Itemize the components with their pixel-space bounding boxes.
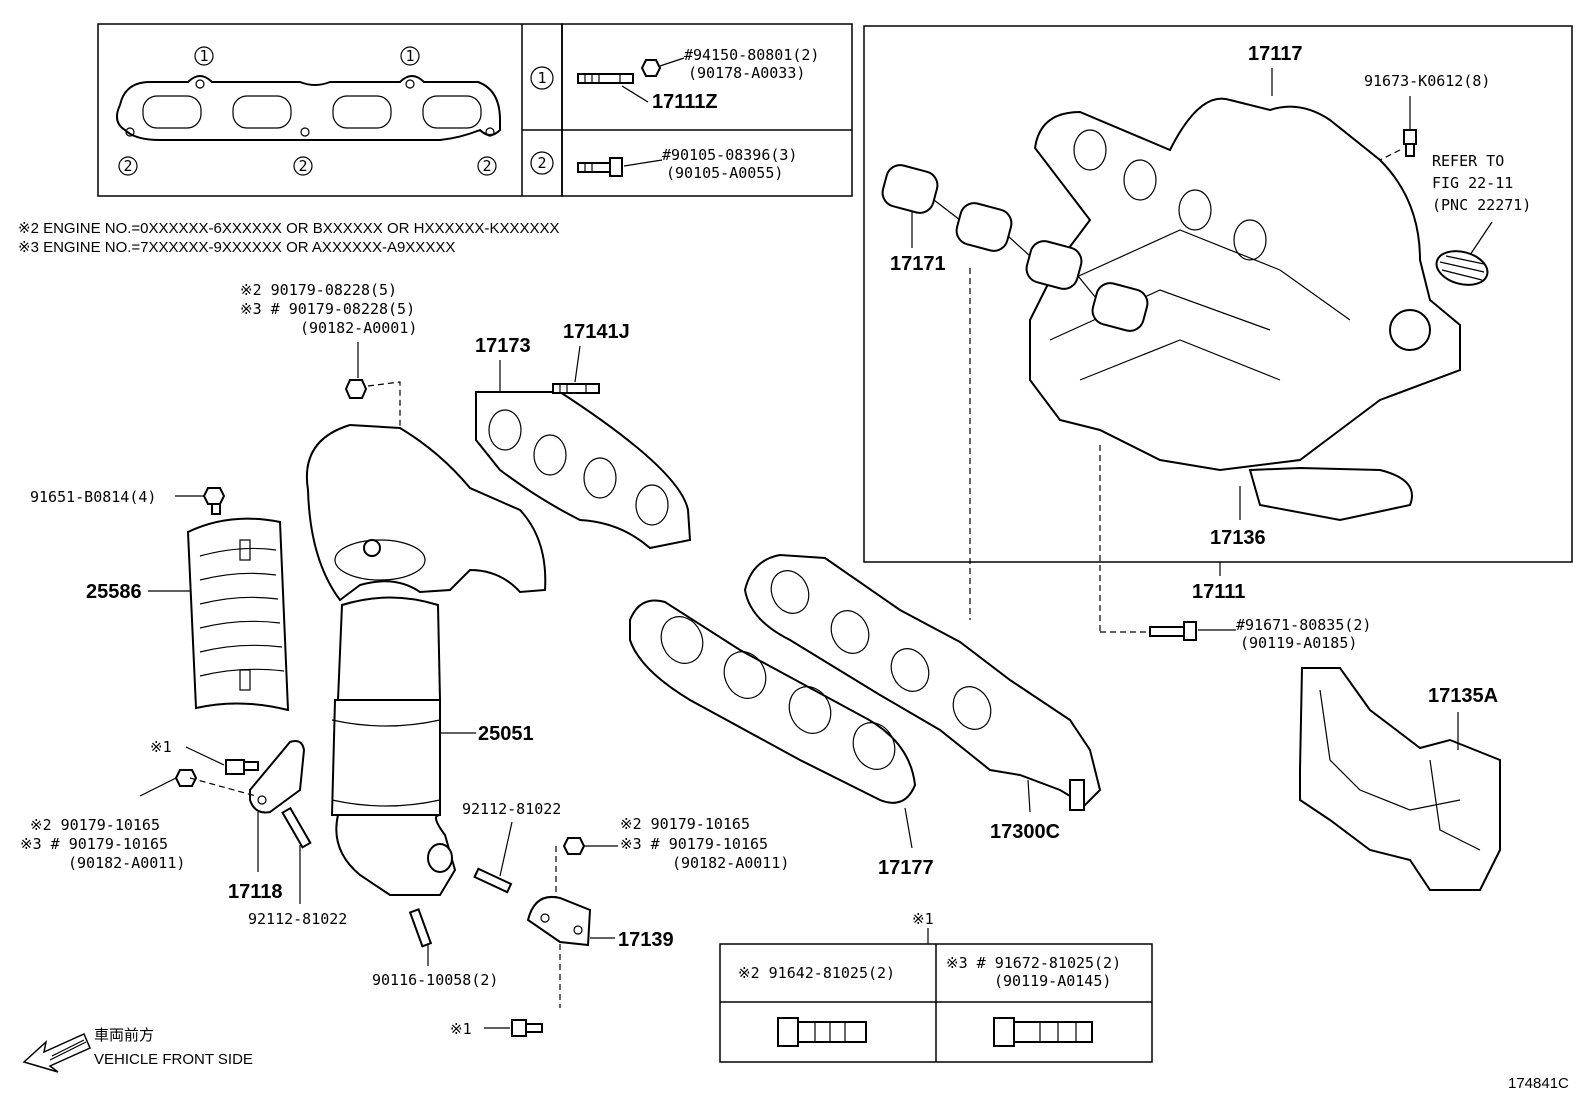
vehicle-front-arrow-icon [22, 1033, 91, 1073]
gasket-17177-shape [629, 599, 917, 804]
circle-2-label-a: 2 [123, 157, 132, 175]
label-90179-10165-mid-line2: ※3 # 90179-10165 [620, 835, 768, 853]
bolt-icon [1403, 129, 1417, 157]
label-91651-b0814: 91651-B0814(4) [30, 488, 156, 506]
bolt-icon [511, 1019, 543, 1037]
label-92112-81022-b: 92112-81022 [248, 910, 347, 928]
table-bolt-90119-a0145: (90119-A0145) [994, 972, 1111, 990]
label-92112-81022-a: 92112-81022 [462, 800, 561, 818]
bracket-17118-shape [249, 740, 306, 814]
label-90105-08396: #90105-08396(3) [662, 146, 797, 164]
label-90182-a0011-mid: (90182-A0011) [672, 854, 789, 872]
bolt-icon [577, 157, 623, 177]
engine-note-2: ※2 ENGINE NO.=0XXXXXX-6XXXXXX OR BXXXXXX… [18, 220, 560, 237]
table-bolt-91642: ※2 91642-81025(2) [738, 964, 895, 982]
label-25586: 25586 [86, 581, 142, 603]
stud-icon [552, 383, 600, 394]
label-90178-a0033: (90178-A0033) [688, 64, 805, 82]
label-90182-a0011-left: (90182-A0011) [68, 854, 185, 872]
bolt-icon [993, 1017, 1093, 1047]
label-x1-left: ※1 [150, 738, 172, 756]
circle-2-label-b: 2 [298, 157, 307, 175]
label-17117: 17117 [1248, 43, 1303, 65]
exhaust-manifold-converter-shape [305, 423, 547, 896]
stud-icon [577, 73, 634, 84]
circle-1-label-b: 1 [405, 47, 414, 65]
label-17118: 17118 [228, 881, 283, 903]
stud-icon [473, 867, 513, 894]
bolt-icon [777, 1017, 867, 1047]
label-90116-10058: 90116-10058(2) [372, 971, 498, 989]
label-front-en: VEHICLE FRONT SIDE [94, 1051, 253, 1068]
bolt-icon [1149, 621, 1197, 641]
label-17171: 17171 [890, 253, 946, 275]
intake-detail-box [863, 25, 1573, 563]
label-x1-bottom: ※1 [450, 1020, 472, 1038]
label-17111z: 17111Z [652, 91, 718, 113]
circle-2-row-label: 2 [537, 154, 546, 172]
label-17135a: 17135A [1428, 685, 1498, 707]
label-17173: 17173 [475, 335, 531, 357]
label-91671-80835: #91671-80835(2) [1236, 616, 1371, 634]
bolt-icon [225, 759, 259, 775]
bolt-icon [202, 487, 226, 515]
figure-id: 174841C [1508, 1075, 1569, 1092]
label-refer-to: REFER TO [1432, 152, 1504, 170]
intake-manifold-17300c-shape [743, 553, 1102, 811]
label-94150-80801: #94150-80801(2) [684, 46, 819, 64]
engine-note-3: ※3 ENGINE NO.=7XXXXXX-9XXXXXX OR AXXXXXX… [18, 239, 455, 256]
label-90179-10165-mid-line1: ※2 90179-10165 [620, 815, 750, 833]
label-25051: 25051 [478, 723, 534, 745]
stud-icon [281, 806, 312, 849]
gasket-17171-shape [881, 164, 1149, 332]
intake-manifold-17111-shape [1029, 97, 1461, 522]
label-90105-a0055: (90105-A0055) [666, 164, 783, 182]
circle-1-row-label: 1 [537, 69, 546, 87]
nut-icon [344, 379, 368, 399]
circle-1-label-a: 1 [199, 47, 208, 65]
label-90119-a0185: (90119-A0185) [1240, 634, 1357, 652]
exhaust-gasket-outline [115, 75, 501, 141]
bolt-spec-table [719, 943, 1153, 1063]
gasket-17173-shape [475, 391, 692, 550]
label-17177: 17177 [878, 857, 934, 879]
table-bolt-91672: ※3 # 91672-81025(2) [946, 954, 1121, 972]
insulator-17135a-shape [1299, 667, 1501, 891]
heat-insulator-25586-shape [186, 517, 290, 712]
label-x1-table: ※1 [912, 910, 934, 928]
gasket-detail-box: 1 1 2 2 2 1 2 #94150-80801(2) (90178-A00… [97, 23, 853, 197]
label-90179-08228-line2: ※3 # 90179-08228(5) [240, 300, 415, 318]
label-17141j: 17141J [563, 321, 630, 343]
label-fig-22-11: FIG 22-11 [1432, 174, 1513, 192]
label-front-jp: 車両前方 [94, 1027, 154, 1044]
label-90182-a0001: (90182-A0001) [300, 319, 417, 337]
nut-icon [640, 59, 662, 77]
label-90179-08228-line1: ※2 90179-08228(5) [240, 281, 397, 299]
bracket-17139-shape [526, 896, 592, 947]
label-17136: 17136 [1210, 527, 1266, 549]
label-17139: 17139 [618, 929, 674, 951]
label-90179-10165-left-line2: ※3 # 90179-10165 [20, 835, 168, 853]
label-17300c: 17300C [990, 821, 1060, 843]
nut-icon [174, 769, 198, 787]
label-17111: 17111 [1192, 581, 1245, 603]
circle-2-label-c: 2 [482, 157, 491, 175]
stud-icon [408, 908, 433, 948]
nut-icon [562, 837, 586, 855]
label-pnc-22271: (PNC 22271) [1432, 196, 1531, 214]
label-90179-10165-left-line1: ※2 90179-10165 [30, 816, 160, 834]
filter-screen-icon [1435, 250, 1489, 286]
label-91673-k0612: 91673-K0612(8) [1364, 72, 1490, 90]
